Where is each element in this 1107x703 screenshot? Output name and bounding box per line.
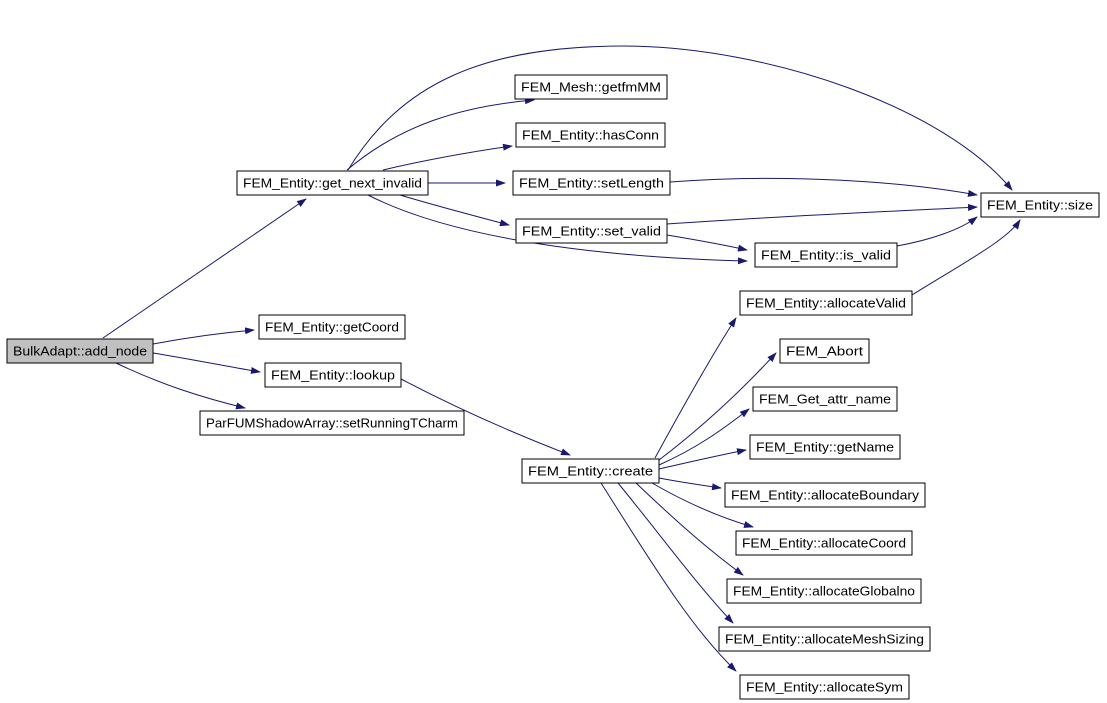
node-label-get-next-invalid: FEM_Entity::get_next_invalid [243,176,422,191]
node-hasconn[interactable]: FEM_Entity::hasConn [515,122,666,148]
node-allocateboundary[interactable]: FEM_Entity::allocateBoundary [724,482,926,508]
node-allocatemeshsizing[interactable]: FEM_Entity::allocateMeshSizing [718,626,931,652]
node-label-getcoord: FEM_Entity::getCoord [265,320,399,335]
node-label-add-node: BulkAdapt::add_node [13,344,147,359]
edge-create-to-allocatecoord [651,482,754,528]
edge-create-to-allocateglobalno [635,482,744,576]
node-label-allocateglobalno: FEM_Entity::allocateGlobalno [733,584,915,599]
node-create[interactable]: FEM_Entity::create [521,458,660,484]
edge-allocatevalid-to-size [911,219,1021,296]
node-is-valid[interactable]: FEM_Entity::is_valid [754,242,898,268]
edge-set-valid-to-is-valid [666,234,748,252]
node-setlength[interactable]: FEM_Entity::setLength [512,170,671,196]
node-label-hasconn: FEM_Entity::hasConn [522,128,659,143]
edge-create-to-allocatevalid [654,317,737,459]
node-label-lookup: FEM_Entity::lookup [271,368,395,383]
node-getcoord[interactable]: FEM_Entity::getCoord [258,314,406,340]
node-label-fem-get-attr-name: FEM_Get_attr_name [759,392,891,407]
edge-is-valid-to-size [896,216,978,247]
node-set-valid[interactable]: FEM_Entity::set_valid [515,218,668,244]
node-getname[interactable]: FEM_Entity::getName [749,434,901,460]
node-allocatevalid[interactable]: FEM_Entity::allocateValid [739,290,913,316]
node-fem-abort[interactable]: FEM_Abort [779,338,870,364]
node-bulkadapt-add-node: BulkAdapt::add_node [6,338,154,364]
node-size[interactable]: FEM_Entity::size [980,192,1100,218]
node-allocatesym[interactable]: FEM_Entity::allocateSym [739,674,910,700]
edge-get-next-invalid-to-set-valid [399,194,510,227]
edge-add-node-to-get-next-invalid [102,198,307,339]
node-label-fem-abort: FEM_Abort [786,344,863,359]
node-label-getfmmm: FEM_Mesh::getfmMM [521,80,661,95]
edge-get-next-invalid-to-size [347,45,1013,191]
edge-create-to-allocatesym [600,482,737,672]
node-label-allocatecoord: FEM_Entity::allocateCoord [742,536,906,551]
node-getfmmm[interactable]: FEM_Mesh::getfmMM [514,74,668,100]
edge-create-to-getname [658,448,747,470]
edge-add-node-to-getcoord [152,327,255,345]
node-allocatecoord[interactable]: FEM_Entity::allocateCoord [735,530,913,556]
node-label-allocateboundary: FEM_Entity::allocateBoundary [731,488,920,503]
node-label-is-valid: FEM_Entity::is_valid [761,248,891,263]
edge-create-to-allocatemeshsizing [617,482,734,624]
edge-create-to-fem-get-attr-name [658,408,750,466]
edge-lookup-to-create [400,378,571,456]
edge-add-node-to-setrunningtcharm [115,362,246,410]
edges [102,45,1021,672]
edge-setlength-to-size [669,177,978,197]
node-fem-get-attr-name[interactable]: FEM_Get_attr_name [752,386,898,412]
node-label-create: FEM_Entity::create [528,464,653,479]
node-get-next-invalid[interactable]: FEM_Entity::get_next_invalid [236,170,429,196]
edge-get-next-invalid-to-hasconn [382,143,513,171]
edge-get-next-invalid-to-getfmmm [346,97,535,171]
edge-create-to-allocateboundary [658,477,722,491]
edge-add-node-to-lookup [152,352,261,374]
node-setrunningtcharm[interactable]: ParFUMShadowArray::setRunningTCharm [199,410,465,436]
node-label-allocatevalid: FEM_Entity::allocateValid [746,296,906,311]
node-label-setlength: FEM_Entity::setLength [519,176,664,191]
node-label-allocatesym: FEM_Entity::allocateSym [746,680,903,695]
node-allocateglobalno[interactable]: FEM_Entity::allocateGlobalno [726,578,922,604]
node-lookup[interactable]: FEM_Entity::lookup [264,362,402,388]
edge-set-valid-to-size [666,203,978,225]
node-label-set-valid: FEM_Entity::set_valid [522,224,661,239]
edge-create-to-fem-abort [658,352,777,461]
node-label-getname: FEM_Entity::getName [756,440,894,455]
node-label-allocatemeshsizing: FEM_Entity::allocateMeshSizing [725,632,924,647]
node-label-size: FEM_Entity::size [987,198,1093,213]
node-label-setrunningtcharm: ParFUMShadowArray::setRunningTCharm [206,416,458,431]
